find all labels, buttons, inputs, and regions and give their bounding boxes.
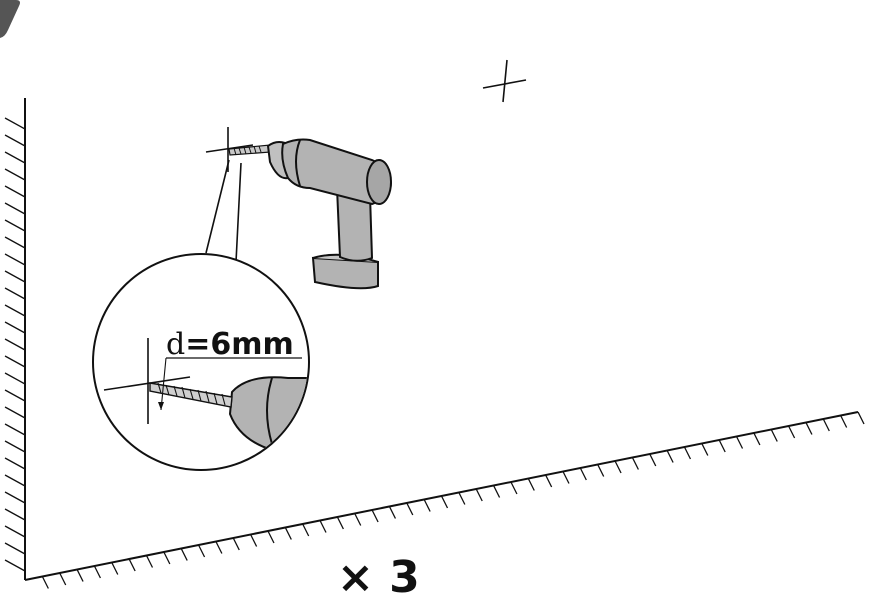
diameter-value: =6mm bbox=[185, 327, 294, 362]
floor-hatch-mark bbox=[371, 509, 379, 523]
wall-hatch-mark bbox=[4, 355, 26, 368]
floor-hatch-mark bbox=[631, 457, 639, 470]
wall-hatch-mark bbox=[4, 525, 26, 538]
wall-hatch-mark bbox=[4, 304, 26, 317]
wall-hatch-mark bbox=[4, 508, 26, 521]
crosshair-mark-icon bbox=[482, 59, 527, 103]
floor-hatch-mark bbox=[840, 415, 848, 428]
magnified-drill-bit-icon bbox=[149, 382, 233, 408]
floor-hatch-mark bbox=[475, 488, 483, 502]
floor-hatch-mark bbox=[527, 478, 535, 491]
floor-hatch-mark bbox=[250, 534, 258, 547]
floor-hatch-mark bbox=[579, 467, 587, 481]
wall-hatch-mark bbox=[4, 321, 26, 334]
floor-hatch-mark bbox=[857, 411, 865, 425]
corner-badge-icon bbox=[0, 0, 20, 38]
floor-hatch-mark bbox=[770, 429, 778, 442]
wall-hatch-mark bbox=[4, 457, 26, 470]
floor-hatch-mark bbox=[735, 436, 744, 449]
floor-hatch-mark bbox=[267, 530, 275, 544]
floor-hatch-mark bbox=[388, 506, 397, 519]
floor-hatching bbox=[41, 411, 865, 589]
floor-hatch-mark bbox=[614, 460, 622, 474]
wall-hatch-mark bbox=[4, 440, 26, 453]
quantity-label: × 3 bbox=[337, 552, 420, 597]
wall-hatch-mark bbox=[4, 338, 26, 351]
floor-hatch-mark bbox=[423, 499, 431, 512]
floor-hatch-mark bbox=[406, 502, 414, 516]
wall-hatch-mark bbox=[4, 389, 26, 402]
floor-hatch-mark bbox=[180, 548, 188, 561]
floor-hatch-mark bbox=[284, 527, 292, 540]
wall-hatch-mark bbox=[4, 542, 26, 555]
floor-hatch-mark bbox=[59, 572, 67, 586]
wall-hatch-mark bbox=[4, 134, 26, 147]
wall-hatch-mark bbox=[4, 474, 26, 487]
wall-hatch-mark bbox=[4, 219, 26, 232]
floor-hatch-mark bbox=[805, 422, 813, 435]
floor-hatch-mark bbox=[545, 474, 553, 488]
floor-hatch-mark bbox=[788, 425, 796, 439]
wall-hatch-mark bbox=[4, 287, 26, 300]
dimension-arrow-icon bbox=[158, 402, 164, 410]
floor-hatch-mark bbox=[93, 565, 101, 579]
floor-hatch-mark bbox=[683, 446, 692, 460]
wall-hatch-mark bbox=[4, 151, 26, 164]
floor-hatch-mark bbox=[145, 555, 154, 568]
wall-hatch-mark bbox=[4, 236, 26, 249]
floor-hatch-mark bbox=[701, 443, 709, 456]
floor-hatch-mark bbox=[666, 450, 674, 463]
wall-hatch-mark bbox=[4, 423, 26, 436]
floor-hatch-mark bbox=[649, 453, 657, 467]
floor-hatch-mark bbox=[822, 418, 830, 432]
drill-bit-icon bbox=[228, 144, 272, 156]
floor-hatch-mark bbox=[319, 520, 327, 533]
drill-icon bbox=[266, 138, 393, 290]
dimension-leader bbox=[160, 357, 167, 411]
wall-hatch-mark bbox=[4, 202, 26, 215]
wall-hatch-mark bbox=[4, 491, 26, 504]
wall-hatch-mark bbox=[4, 559, 26, 572]
callout-pointer bbox=[205, 159, 242, 263]
floor-hatch-mark bbox=[440, 495, 449, 509]
wall-hatch-mark bbox=[4, 253, 26, 266]
floor-hatch-mark bbox=[458, 492, 466, 505]
floor-hatch-mark bbox=[510, 481, 518, 495]
floor-hatch-mark bbox=[197, 544, 206, 558]
wall-hatch-mark bbox=[4, 270, 26, 283]
wall-hatch-mark bbox=[4, 372, 26, 385]
bit-flutes bbox=[157, 382, 226, 406]
floor-hatch-mark bbox=[163, 551, 171, 565]
floor-hatch-mark bbox=[215, 541, 223, 554]
floor-hatch-mark bbox=[232, 537, 240, 551]
floor-hatch-mark bbox=[128, 558, 136, 572]
floor-hatch-mark bbox=[354, 513, 362, 526]
wall-hatch-mark bbox=[4, 117, 26, 130]
wall-hatching bbox=[4, 117, 26, 572]
floor-hatch-mark bbox=[753, 432, 761, 446]
floor-hatch-mark bbox=[336, 516, 344, 530]
magnified-crosshair-icon bbox=[103, 338, 191, 424]
wall-hatch-mark bbox=[4, 406, 26, 419]
floor-hatch-mark bbox=[76, 569, 84, 582]
floor-hatch-mark bbox=[562, 471, 570, 484]
floor-hatch-mark bbox=[492, 485, 501, 498]
floor-hatch-mark bbox=[718, 439, 726, 453]
diameter-symbol: d bbox=[166, 327, 185, 362]
floor-hatch-mark bbox=[302, 523, 310, 537]
wall-hatch-mark bbox=[4, 185, 26, 198]
floor-hatch-mark bbox=[111, 562, 119, 575]
diameter-label: d=6mm bbox=[166, 327, 294, 362]
wall-hatch-mark bbox=[4, 168, 26, 181]
floor-hatch-mark bbox=[597, 464, 605, 477]
floor-hatch-mark bbox=[41, 576, 49, 589]
